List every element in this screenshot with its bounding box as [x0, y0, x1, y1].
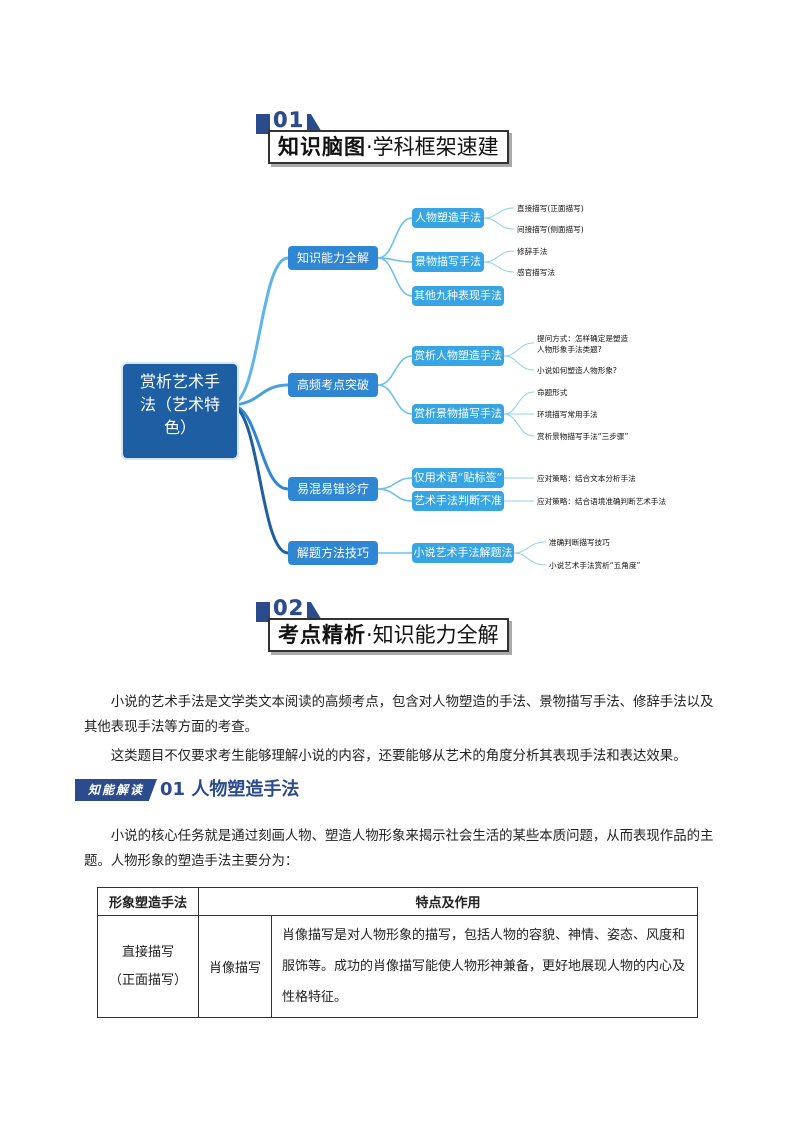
- knowledge-badge: 知能解读: [75, 779, 157, 801]
- intro-paragraph-2: 这类题目不仅要求考生能够理解小说的内容，还要能够从艺术的角度分析其表现手法和表达…: [110, 749, 687, 764]
- mindmap-leaf: 命题形式: [537, 388, 568, 397]
- mindmap-leaf: 感官描写法: [517, 268, 555, 277]
- mindmap-node-other: 其他九种表现手法: [412, 286, 504, 306]
- table-header-row: 形象塑造手法 特点及作用: [97, 887, 698, 916]
- table-row: 直接描写 （正面描写） 肖像描写 肖像描写是对人物形象的描写，包括人物的容貌、神…: [97, 915, 698, 1018]
- mindmap-branch-methods: 解题方法技巧: [288, 541, 378, 565]
- table-cell-sub: 肖像描写: [198, 915, 272, 1018]
- table-cell-category: 直接描写 （正面描写）: [97, 915, 199, 1018]
- banner-title: 知识脑图·学科框架速建: [268, 130, 509, 164]
- mindmap-root: 赏析艺术手法（艺术特色）: [123, 364, 237, 458]
- mindmap-leaf: 应对策略：结合语境准确判断艺术手法: [537, 497, 667, 506]
- table-cell-desc: 肖像描写是对人物形象的描写，包括人物的容貌、神情、姿态、风度和服饰等。成功的肖像…: [271, 915, 698, 1018]
- mindmap-node-misjudge: 艺术手法判断不准: [412, 491, 504, 511]
- mindmap-leaf: 准确判断描写技巧: [549, 538, 610, 547]
- table-header-cell: 特点及作用: [198, 887, 698, 916]
- banner-title: 考点精析·知识能力全解: [268, 618, 509, 652]
- mindmap-leaf: 小说如何塑造人物形象?: [537, 366, 617, 375]
- intro-paragraph-1: 小说的艺术手法是文学类文本阅读的高频考点，包含对人物塑造的手法、景物描写手法、修…: [84, 695, 714, 735]
- edge-root-b2: [229, 383, 289, 407]
- edge-root-b4: [229, 403, 289, 555]
- edge-root-b1: [229, 256, 289, 407]
- mindmap-branch-errors: 易混易错诊疗: [288, 477, 378, 501]
- table-header-cell: 形象塑造手法: [97, 887, 199, 916]
- banner-number: 01: [270, 108, 308, 132]
- mindmap-node-scenery: 景物描写手法: [412, 252, 484, 272]
- mindmap-branch-knowledge: 知识能力全解: [288, 246, 378, 270]
- knowledge-paragraph: 小说的核心任务就是通过刻画人物、塑造人物形象来揭示社会生活的某些本质问题，从而表…: [84, 829, 714, 869]
- mindmap-leaf: 提问方式：怎样确定是塑造人物形象手法类题?: [537, 334, 629, 354]
- mindmap-node-solve: 小说艺术手法解题法: [412, 543, 514, 563]
- mindmap-leaf: 修辞手法: [517, 247, 548, 256]
- mindmap-leaf: 赏析景物描写手法“三步骤”: [537, 432, 629, 441]
- mindmap-node-analyze-character: 赏析人物塑造手法: [412, 346, 504, 366]
- mindmap-leaf: 应对策略：结合文本分析手法: [537, 474, 636, 483]
- mindmap-leaf: 小说艺术手法赏析“五角度”: [549, 561, 641, 570]
- edge-root-b3: [229, 403, 289, 491]
- mindmap-node-analyze-scenery: 赏析景物描写手法: [412, 404, 504, 424]
- mindmap-node-label-only: 仅用术语“贴标签”: [412, 468, 504, 488]
- mindmap-connectors: [229, 207, 547, 566]
- mindmap-leaf: 直接描写(正面描写): [517, 204, 584, 213]
- mindmap-leaf: 环境描写常用手法: [537, 410, 598, 419]
- knowledge-title: 01 人物塑造手法: [160, 779, 300, 800]
- techniques-table: 形象塑造手法 特点及作用 直接描写 （正面描写） 肖像描写 肖像描写是对人物形象…: [97, 887, 698, 1018]
- mindmap-node-character: 人物塑造手法: [412, 208, 484, 228]
- banner-number: 02: [270, 596, 308, 620]
- mindmap-leaf: 间接描写(侧面描写): [517, 225, 584, 234]
- mindmap-branch-frequent: 高频考点突破: [288, 373, 378, 397]
